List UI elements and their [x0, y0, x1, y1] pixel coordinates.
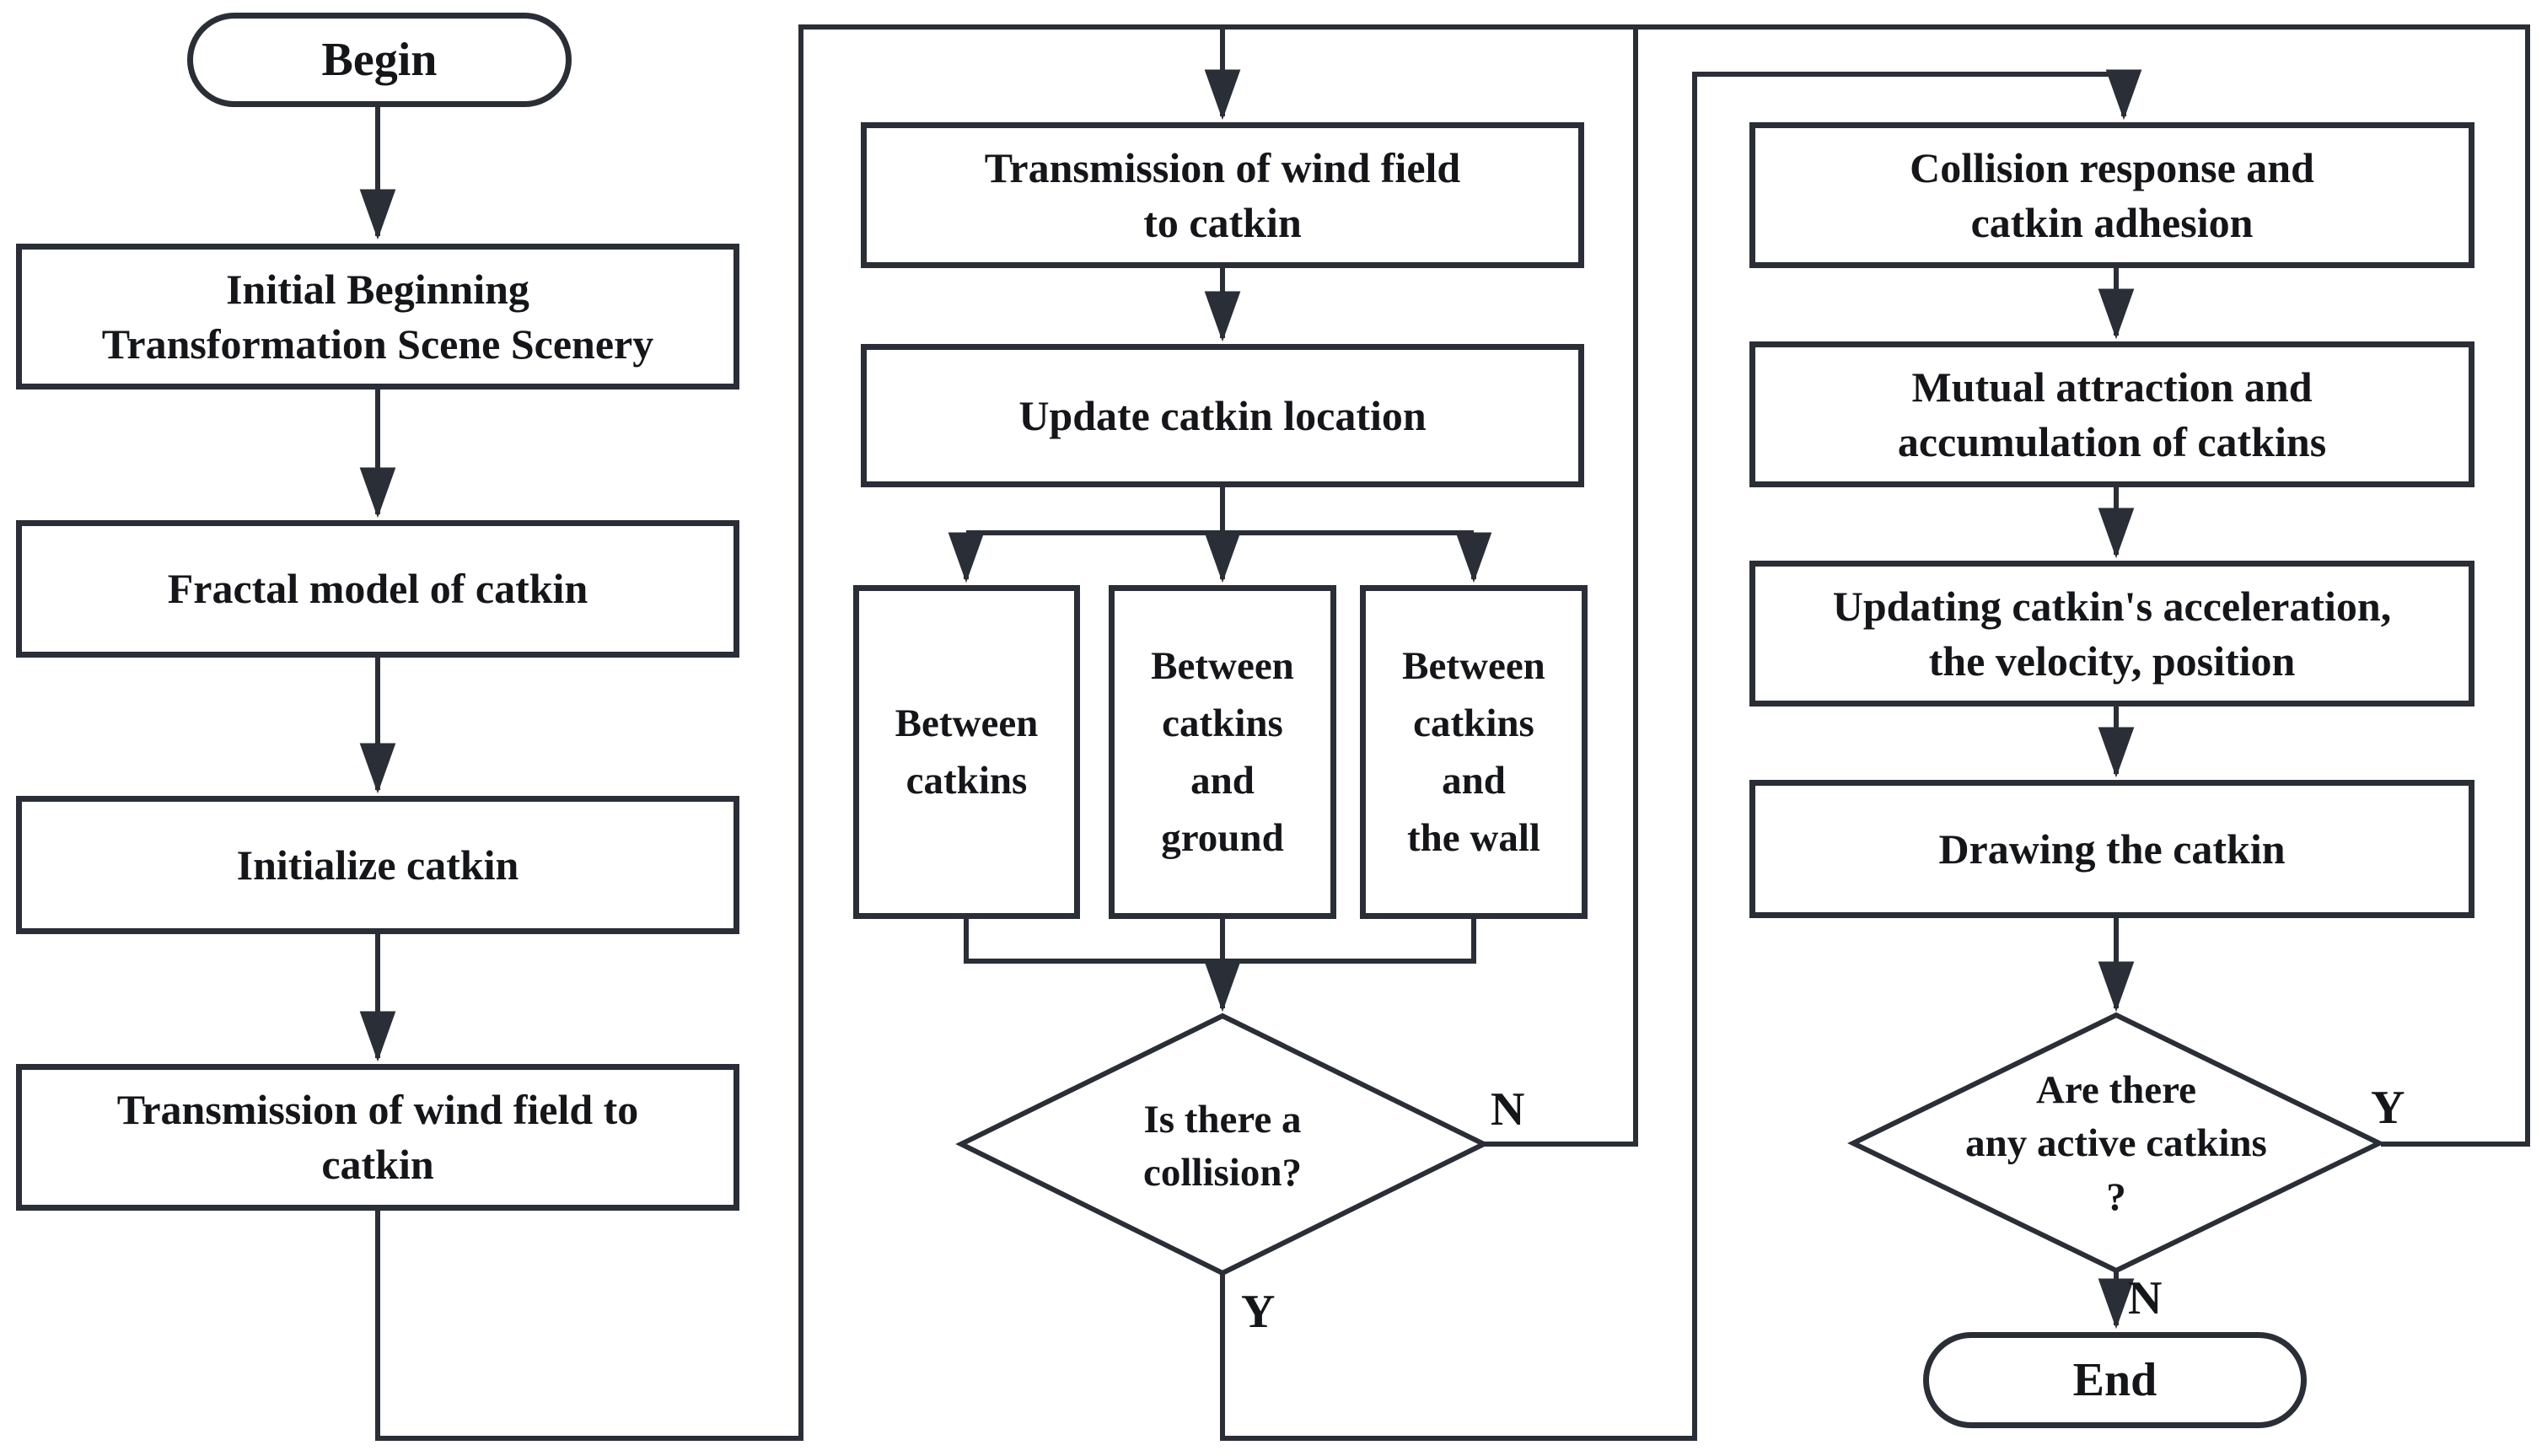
collision-no-label: N	[1491, 1083, 1525, 1136]
active-decision-line1: Are there	[2035, 1067, 2197, 1112]
end-terminator: End	[1923, 1332, 2307, 1428]
between-catkins-box: Between catkins	[853, 585, 1080, 919]
between-ground-line4: ground	[1161, 816, 1284, 861]
between-ground-line3: and	[1190, 759, 1255, 803]
between-wall-line3: and	[1442, 759, 1506, 803]
connector-split-bar	[966, 487, 1474, 535]
initialize-catkin-box: Initialize catkin	[16, 796, 739, 934]
wind-field-mid-line2: to catkin	[1143, 198, 1302, 246]
between-catkins-line2: catkins	[905, 759, 1028, 803]
collision-response-box: Collision response and catkin adhesion	[1749, 122, 2474, 268]
between-catkins-line1: Between	[895, 701, 1039, 745]
between-catkins-wall-box: Between catkins and the wall	[1360, 585, 1588, 919]
collision-decision-line2: collision?	[1142, 1151, 1303, 1195]
active-catkins-decision-diamond	[1847, 1012, 2385, 1274]
mutual-attraction-box: Mutual attraction and accumulation of ca…	[1749, 341, 2474, 487]
wind-field-mid-box: Transmission of wind field to catkin	[861, 122, 1584, 268]
collision-decision-line1: Is there a	[1143, 1097, 1302, 1142]
drawing-catkin-box: Drawing the catkin	[1749, 780, 2474, 918]
updating-motion-line2: the velocity, position	[1928, 637, 2296, 685]
initialize-catkin-line1: Initialize catkin	[236, 841, 519, 889]
wind-field-left-line2: catkin	[321, 1141, 434, 1188]
active-yes-label: Y	[2371, 1082, 2405, 1134]
init-scene-line1: Initial Beginning	[226, 265, 529, 313]
between-ground-line2: catkins	[1162, 701, 1283, 745]
connector-collision-yes	[1220, 69, 2142, 1441]
connector-outer-loop	[375, 24, 2530, 1441]
wind-field-left-box: Transmission of wind field to catkin	[16, 1064, 739, 1211]
drawing-catkin-line1: Drawing the catkin	[1938, 825, 2286, 873]
active-decision-line2: any active catkins	[1965, 1121, 2267, 1166]
between-catkins-ground-box: Between catkins and ground	[1109, 585, 1336, 919]
update-location-box: Update catkin location	[861, 344, 1584, 487]
fractal-model-box: Fractal model of catkin	[16, 520, 739, 658]
mutual-attraction-line1: Mutual attraction and	[1911, 363, 2313, 411]
end-label: End	[2072, 1353, 2157, 1406]
begin-terminator: Begin	[187, 13, 572, 107]
collision-response-line1: Collision response and	[1910, 143, 2314, 191]
updating-motion-line1: Updating catkin's acceleration,	[1832, 582, 2392, 630]
connector-collision-no-loop	[1484, 27, 1638, 1147]
collision-response-line2: catkin adhesion	[1970, 198, 2254, 246]
active-no-label: N	[2128, 1272, 2163, 1324]
init-scene-box: Initial Beginning Transformation Scene S…	[16, 244, 739, 390]
init-scene-line2: Transformation Scene Scenery	[101, 320, 654, 368]
between-wall-line1: Between	[1402, 643, 1545, 688]
active-catkins-decision-text: Are there any active catkins ?	[1880, 1049, 2352, 1239]
begin-label: Begin	[321, 33, 438, 86]
active-decision-line3: ?	[2106, 1174, 2126, 1219]
mutual-attraction-line2: accumulation of catkins	[1897, 417, 2327, 465]
update-location-line1: Update catkin location	[1018, 391, 1427, 439]
wind-field-left-line1: Transmission of wind field to	[116, 1086, 639, 1133]
fractal-model-line1: Fractal model of catkin	[167, 565, 588, 612]
wind-field-mid-line1: Transmission of wind field	[984, 143, 1461, 191]
collision-decision-text: Is there a collision?	[986, 1071, 1459, 1222]
updating-motion-box: Updating catkin's acceleration, the velo…	[1749, 561, 2474, 707]
collision-yes-label: Y	[1241, 1286, 1276, 1338]
between-ground-line1: Between	[1151, 643, 1294, 688]
between-wall-line4: the wall	[1407, 816, 1540, 861]
collision-decision-diamond	[955, 1013, 1490, 1276]
between-wall-line2: catkins	[1413, 701, 1534, 745]
